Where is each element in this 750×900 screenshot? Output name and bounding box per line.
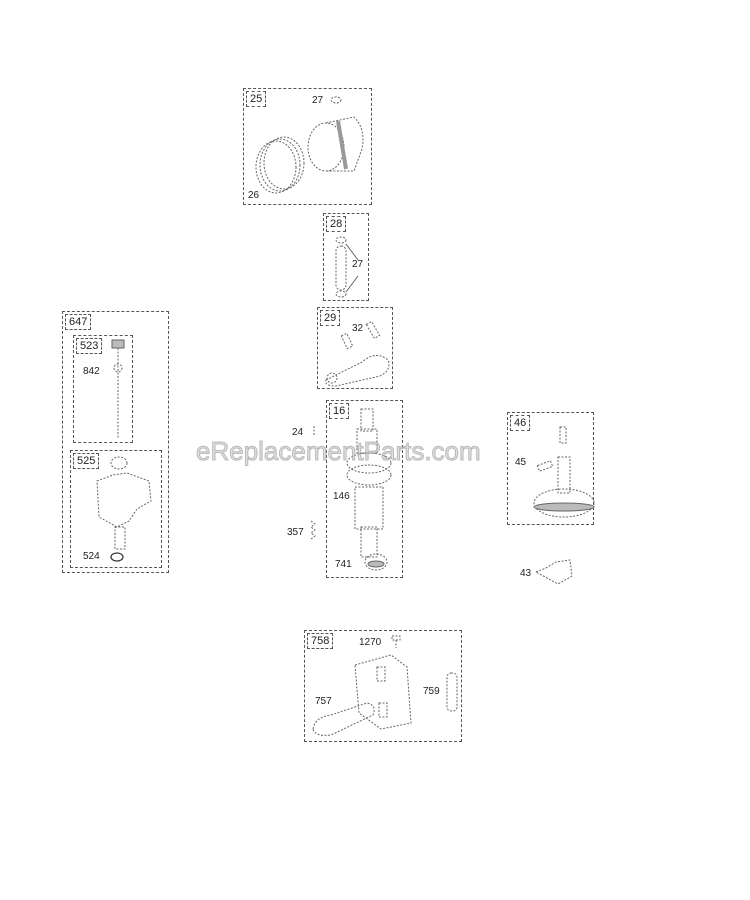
o-ring-icon [110, 552, 124, 562]
rod-bolt-icon [340, 320, 381, 350]
group-46-camshaft[interactable]: 46 45 [507, 412, 595, 525]
group-758-governor[interactable]: 758 1270 757 759 [304, 630, 462, 742]
group-tag: 46 [510, 415, 531, 431]
compression-release-icon [534, 559, 573, 585]
group-647-dipstick-assembly[interactable]: 647 523 842 525 524 [62, 311, 169, 573]
sleeve-icon [446, 672, 458, 712]
group-tag: 16 [329, 403, 350, 419]
piston-icon [307, 116, 364, 172]
group-523-dipstick[interactable]: 523 842 [73, 335, 133, 443]
callout-45: 45 [515, 457, 527, 468]
group-16-crankshaft[interactable]: 16 146 741 [326, 400, 403, 578]
dipstick-tube-icon [96, 456, 152, 550]
timing-gear-icon [364, 553, 388, 571]
bracket-icon [354, 654, 412, 730]
group-tag: 525 [73, 453, 100, 469]
group-tag: 28 [326, 216, 347, 232]
callout-24: 24 [292, 427, 304, 438]
group-tag: 523 [76, 338, 103, 354]
group-tag: 647 [65, 314, 92, 330]
callout-27: 27 [312, 95, 324, 106]
callout-26: 26 [248, 190, 260, 201]
crankshaft-icon [346, 408, 392, 558]
piston-pin-icon [335, 236, 359, 298]
piston-rings-icon [255, 136, 305, 194]
callout-27: 27 [352, 259, 364, 270]
group-tag: 25 [246, 91, 267, 107]
callout-43: 43 [520, 568, 532, 579]
callout-741: 741 [335, 559, 352, 570]
retaining-ring-icon [330, 96, 342, 104]
callout-146: 146 [333, 491, 350, 502]
spring-icon [310, 520, 316, 540]
group-tag: 29 [320, 310, 341, 326]
connecting-rod-icon [325, 355, 390, 387]
callout-357: 357 [287, 527, 304, 538]
group-525-dipstick-tube[interactable]: 525 524 [70, 450, 162, 568]
callout-842: 842 [83, 366, 100, 377]
group-tag: 758 [307, 633, 334, 649]
screw-icon [391, 635, 401, 648]
group-29-connecting-rod[interactable]: 29 32 [317, 307, 393, 389]
group-25-piston[interactable]: 25 27 26 [243, 88, 372, 205]
callout-757: 757 [315, 696, 332, 707]
group-28-piston-pin[interactable]: 28 27 [323, 213, 369, 301]
dipstick-icon [111, 339, 125, 438]
key-icon [313, 426, 315, 436]
callout-524: 524 [83, 551, 100, 562]
callout-759: 759 [423, 686, 440, 697]
callout-32: 32 [352, 323, 364, 334]
lever-icon [312, 702, 375, 736]
callout-1270: 1270 [359, 637, 382, 648]
camshaft-icon [533, 426, 595, 518]
